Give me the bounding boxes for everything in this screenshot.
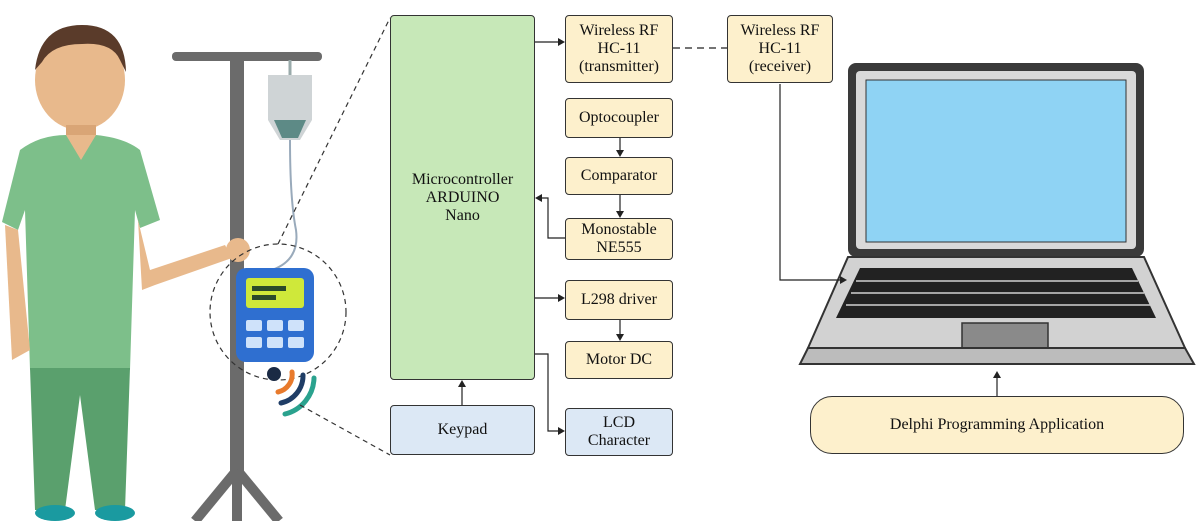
person-illustration bbox=[2, 25, 250, 521]
laptop-illustration bbox=[798, 63, 1196, 365]
delphi-application-label: Delphi Programming Application bbox=[889, 416, 1105, 433]
iv-stand-illustration bbox=[172, 52, 322, 521]
monostable-label: Monostable NE555 bbox=[581, 221, 657, 256]
wireless-tx-label: Wireless RF HC-11 (transmitter) bbox=[579, 22, 659, 75]
wireless-rx-block: Wireless RF HC-11 (receiver) bbox=[727, 15, 833, 83]
keypad-block: Keypad bbox=[390, 405, 535, 455]
optocoupler-block: Optocoupler bbox=[565, 98, 673, 138]
motor-dc-label: Motor DC bbox=[585, 351, 653, 368]
wireless-rx-label: Wireless RF HC-11 (receiver) bbox=[740, 22, 820, 75]
lcd-character-block: LCD Character bbox=[565, 408, 673, 456]
lcd-character-label: LCD Character bbox=[587, 414, 651, 449]
infusion-device-illustration bbox=[236, 268, 314, 362]
comparator-block: Comparator bbox=[565, 157, 673, 195]
comparator-label: Comparator bbox=[580, 167, 658, 184]
l298-driver-block: L298 driver bbox=[565, 280, 673, 320]
microcontroller-label: Microcontroller ARDUINO Nano bbox=[411, 170, 514, 224]
keypad-label: Keypad bbox=[437, 421, 488, 438]
delphi-application-block: Delphi Programming Application bbox=[810, 396, 1184, 454]
l298-driver-label: L298 driver bbox=[581, 291, 657, 308]
microcontroller-block: Microcontroller ARDUINO Nano bbox=[390, 15, 535, 380]
optocoupler-label: Optocoupler bbox=[579, 109, 659, 126]
motor-dc-block: Motor DC bbox=[565, 341, 673, 379]
wireless-tx-block: Wireless RF HC-11 (transmitter) bbox=[565, 15, 673, 83]
monostable-block: Monostable NE555 bbox=[565, 218, 673, 260]
wireless-signal-icon bbox=[267, 367, 317, 417]
